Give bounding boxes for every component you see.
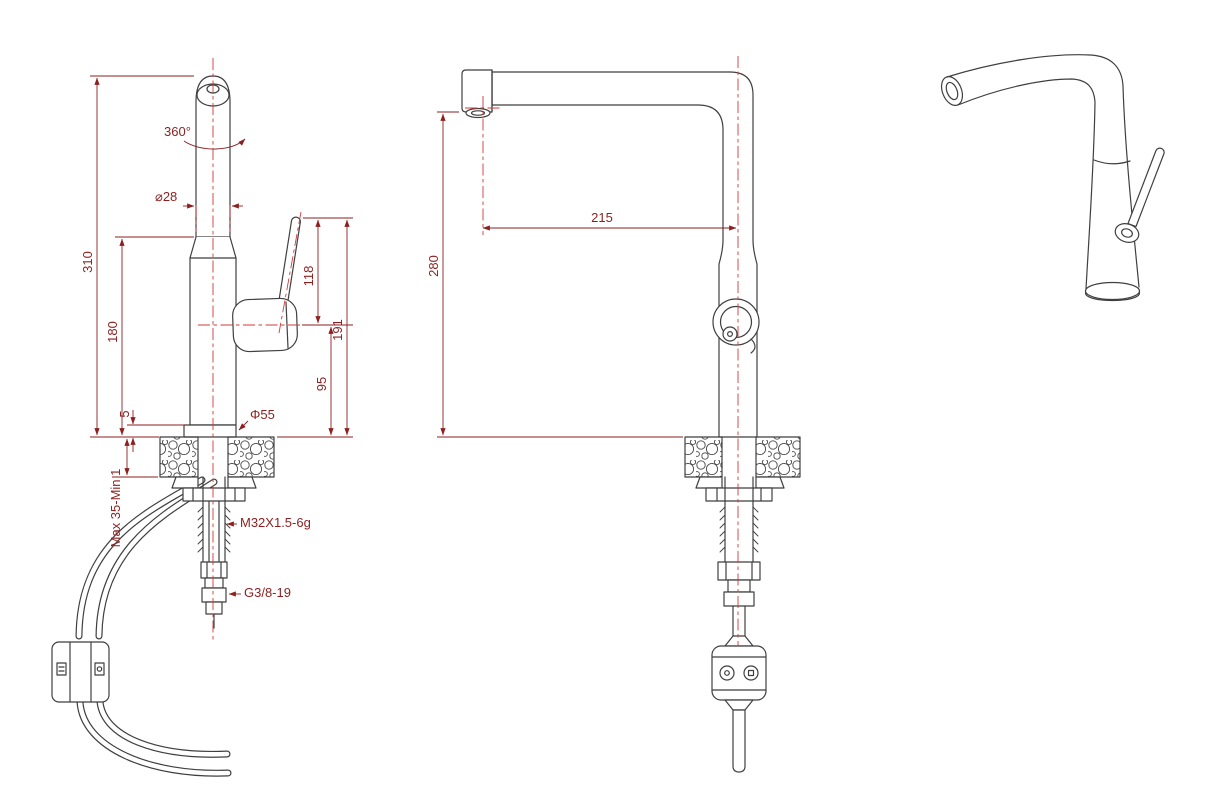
dim-deck-thickness-label: Max 35-Min 1 bbox=[108, 469, 123, 548]
hose-weight bbox=[51, 641, 110, 703]
dim-spout-height-label: 280 bbox=[426, 255, 441, 277]
mounting-hardware-side bbox=[171, 476, 257, 629]
dim-rotation-label: 360° bbox=[164, 124, 191, 139]
dim-handle-length-label: 118 bbox=[301, 266, 316, 287]
spray-head bbox=[461, 69, 493, 119]
side-view-dimension-texts: 360° ⌀28 310 180 5 118 95 191 Φ55 Max 35… bbox=[80, 124, 345, 600]
front-outline bbox=[491, 71, 758, 438]
mounting-hardware-front bbox=[695, 476, 785, 639]
side-view-centerlines bbox=[195, 58, 314, 640]
dim-pivot-height-label: 95 bbox=[314, 377, 329, 391]
dim-base-diameter-label: Φ55 bbox=[250, 407, 275, 422]
side-view-object bbox=[51, 75, 302, 703]
supply-thread-label: G3/8-19 bbox=[244, 585, 291, 600]
perspective-spout-top bbox=[946, 54, 1140, 288]
perspective-spout-bottom bbox=[957, 78, 1096, 290]
front-view-dimension-texts: 215 280 bbox=[426, 210, 613, 277]
front-view-dimensions bbox=[437, 111, 737, 438]
perspective-view bbox=[940, 54, 1165, 302]
countertop-deck-front bbox=[684, 436, 801, 478]
side-view-hoses bbox=[75, 476, 232, 777]
side-view-dimensions bbox=[90, 75, 353, 597]
hose-coupling bbox=[711, 635, 767, 773]
perspective-lever bbox=[1127, 147, 1165, 228]
countertop-deck-side bbox=[159, 436, 275, 478]
side-view: 360° ⌀28 310 180 5 118 95 191 Φ55 Max 35… bbox=[51, 58, 353, 777]
dim-base-step-label: 5 bbox=[117, 410, 132, 417]
front-view-object bbox=[461, 69, 801, 773]
perspective-body-joint bbox=[1093, 159, 1131, 165]
mount-thread-label: M32X1.5-6g bbox=[240, 515, 311, 530]
faucet-body bbox=[183, 236, 237, 438]
front-view-centerlines bbox=[465, 56, 739, 645]
dim-spout-reach-label: 215 bbox=[591, 210, 613, 225]
dim-handle-top-height-label: 191 bbox=[330, 319, 345, 341]
handle-front bbox=[712, 298, 760, 354]
front-view: 215 280 bbox=[426, 56, 801, 773]
handle-side bbox=[232, 216, 302, 353]
perspective-handle-hub bbox=[1114, 223, 1140, 243]
perspective-base bbox=[1084, 281, 1141, 301]
dim-total-height-label: 310 bbox=[80, 251, 95, 273]
dim-spout-diameter-label: ⌀28 bbox=[155, 189, 177, 204]
dim-body-height-label: 180 bbox=[105, 321, 120, 343]
